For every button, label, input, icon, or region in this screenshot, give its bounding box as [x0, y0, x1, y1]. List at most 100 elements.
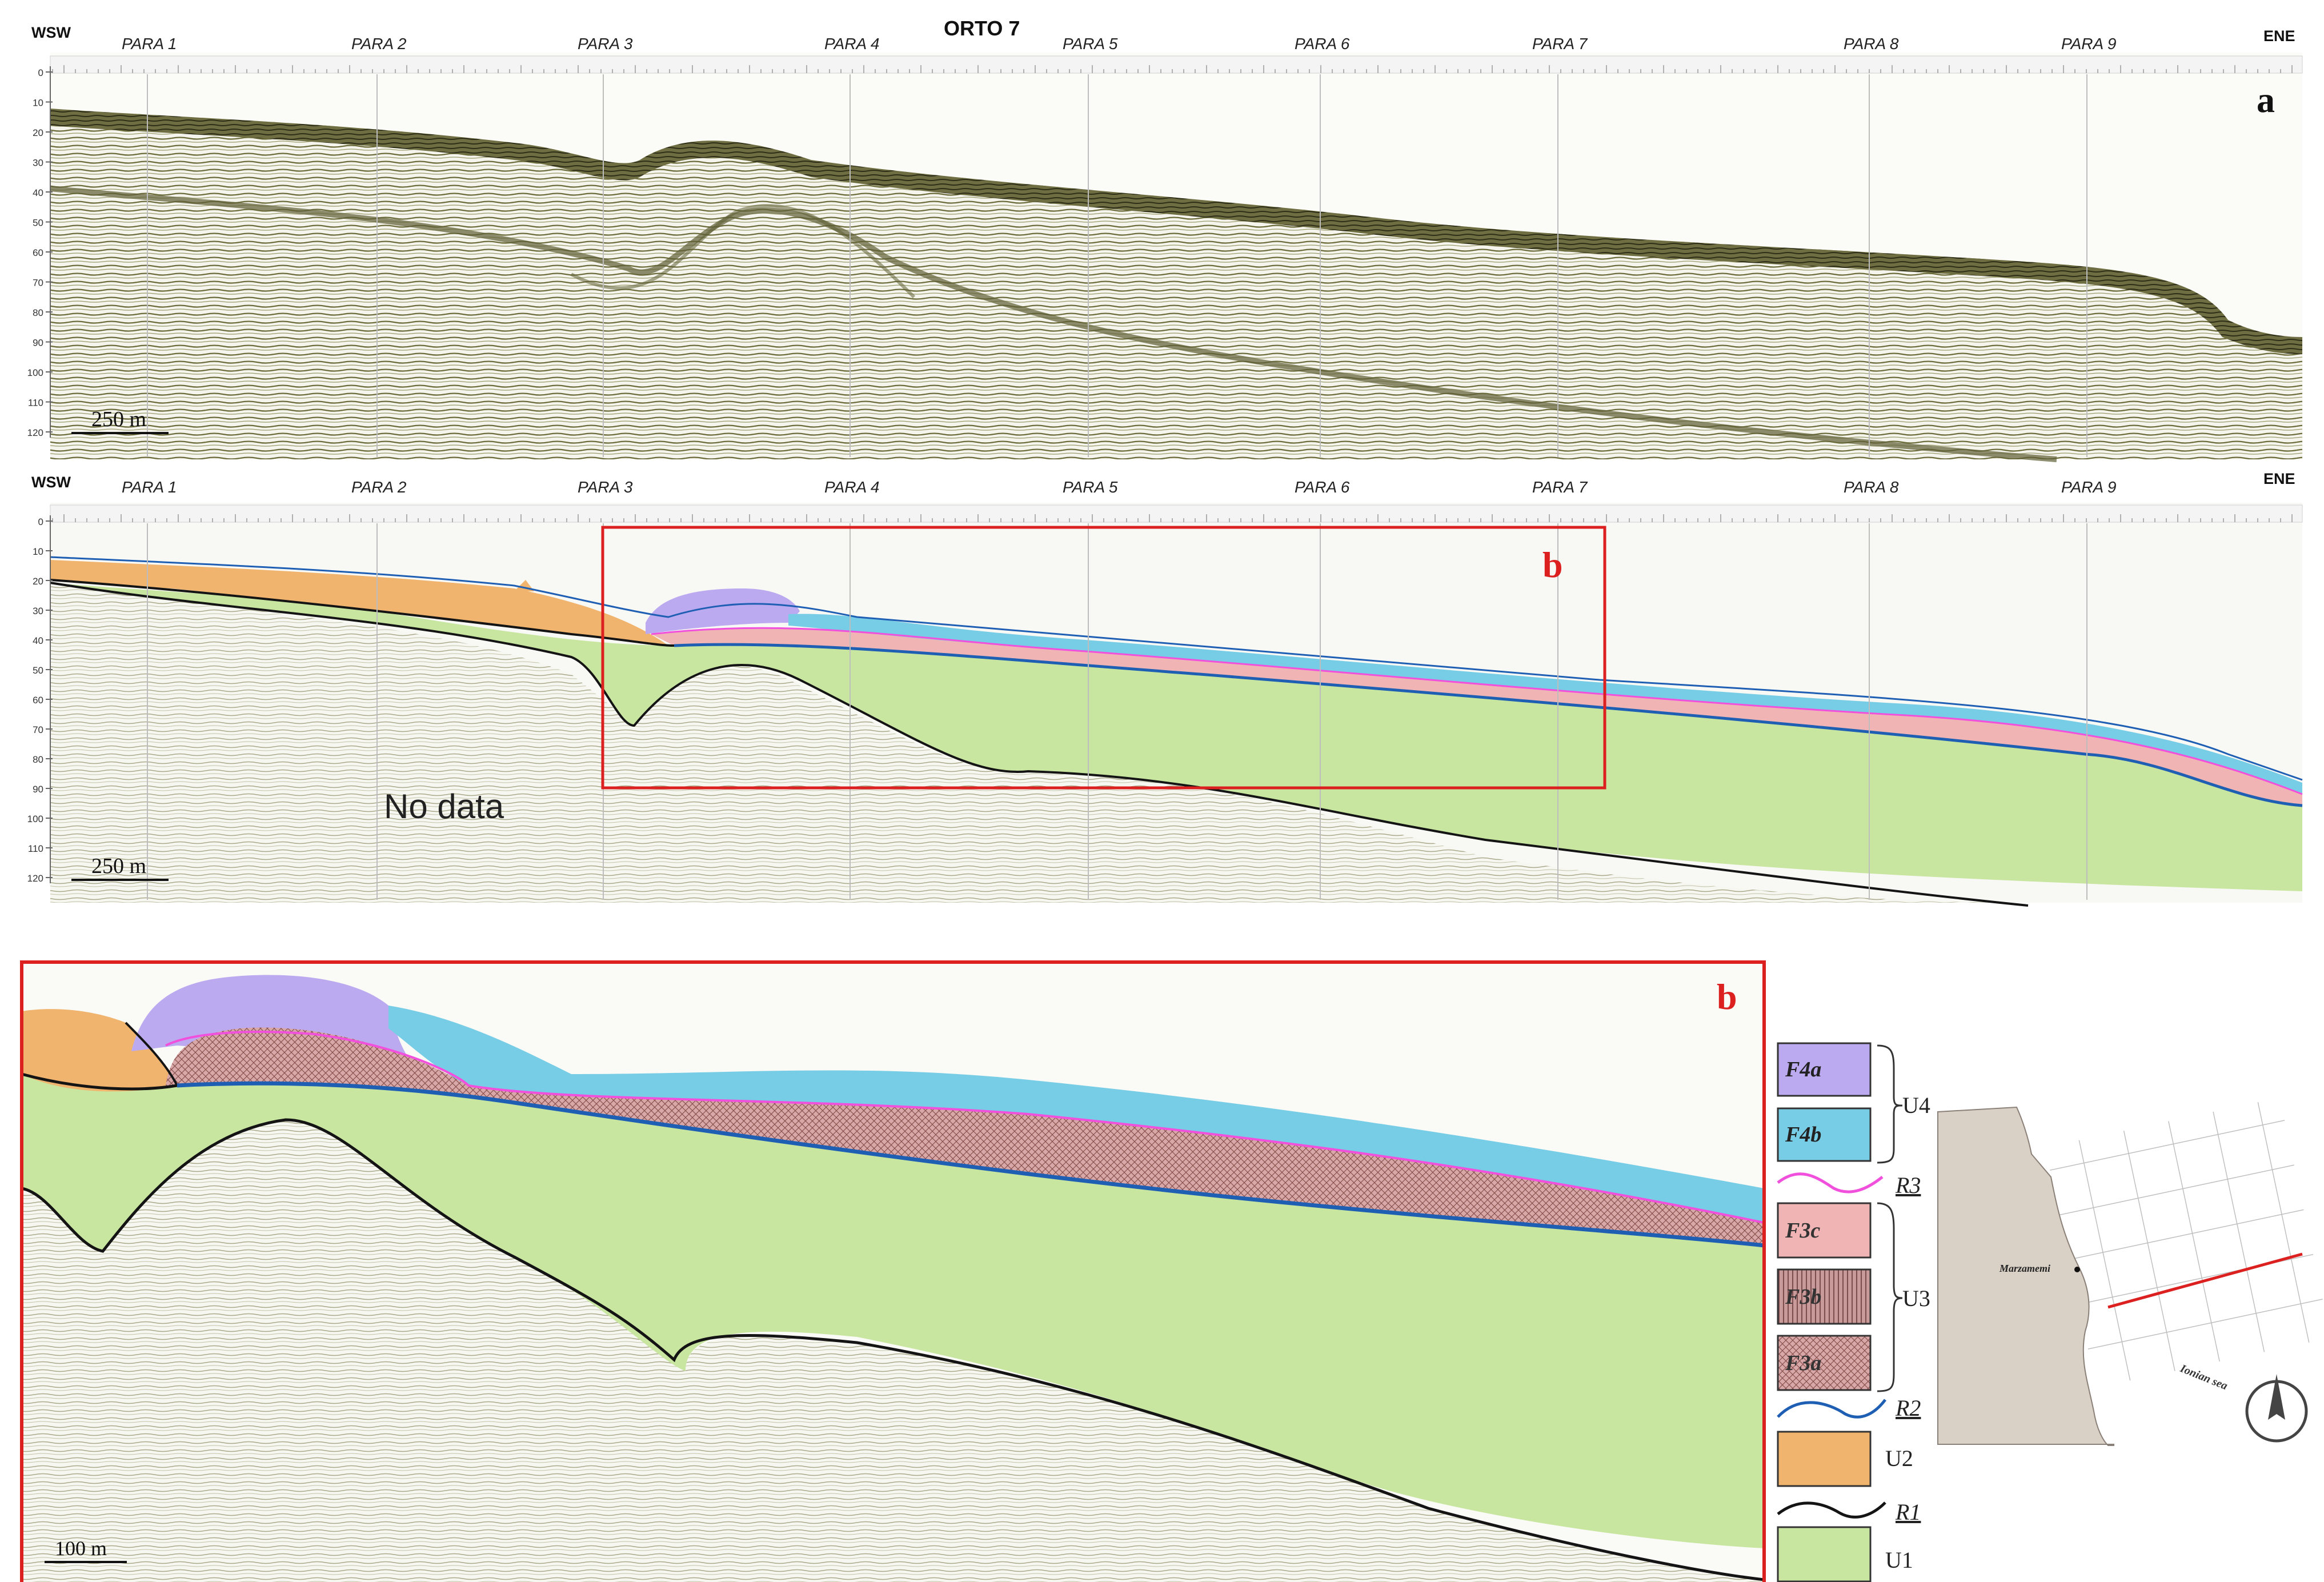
- panel-b-f4b: [788, 614, 2302, 794]
- panel-a-depth-label: 10: [33, 98, 43, 109]
- legend-label-f3c: F3c: [1785, 1219, 1820, 1243]
- panel-b-depth-label: 10: [33, 546, 43, 557]
- panel-a-letter: a: [2257, 79, 2275, 120]
- north-arrow-needle: [2268, 1374, 2285, 1420]
- location-map: Marzamemi Ionian sea N: [1937, 1098, 2324, 1446]
- panel-a-direction-right: ENE: [2263, 27, 2295, 45]
- panel-b-direction-left: WSW: [31, 474, 71, 491]
- zoom-frame: [20, 960, 1766, 1582]
- panel-a-depth-label: 70: [33, 278, 43, 289]
- panel-a-ruler: [50, 55, 2303, 74]
- panel-b-para-label: PARA 9: [2061, 478, 2116, 496]
- panel-a-deep-reflector: [50, 186, 2057, 462]
- panel-b-r2: [674, 643, 2303, 807]
- panel-a-para-label: PARA 5: [1063, 35, 1118, 53]
- panel-b-direction-right: ENE: [2263, 470, 2295, 487]
- panel-a-anticline: [570, 204, 916, 299]
- legend-swatch-f3a: [1777, 1335, 1872, 1391]
- zoom-r1: [21, 1118, 1765, 1581]
- panel-a-seafloor-band: [50, 109, 2302, 354]
- map-label-marzamemi: Marzamemi: [1999, 1263, 2050, 1274]
- legend-swatch-f4b: [1777, 1107, 1872, 1162]
- legend-swatch-f3b: [1777, 1268, 1872, 1325]
- panel-a-depth-label: 50: [33, 218, 43, 229]
- legend: F4a F4b U4 R3 F3c F3b F3a U3 R2 U2 R1 U1: [1777, 1042, 1930, 1582]
- zoom-u2-edge: [125, 1022, 178, 1086]
- panel-b-depth-label: 50: [33, 665, 43, 676]
- legend-swatch-f4a: [1777, 1042, 1872, 1097]
- panel-b-para-label: PARA 7: [1532, 478, 1588, 496]
- panel-b-zoom-frame: [601, 526, 1606, 790]
- legend-label-u2: U2: [1885, 1445, 1913, 1471]
- panel-b-f4a: [646, 588, 800, 634]
- map-profile-line: [2107, 1252, 2303, 1309]
- legend-line-r2: [1777, 1399, 1886, 1419]
- panel-a-seismic-body: [50, 109, 2302, 459]
- panel-b-depth-label: 100: [27, 814, 43, 824]
- panel-a-depth-label: 0: [38, 67, 43, 78]
- panel-a-para-label: PARA 2: [351, 35, 407, 53]
- panel-b-letter: b: [1542, 544, 1563, 585]
- zoom-r3: [165, 1031, 1765, 1224]
- panel-b-u2: [50, 560, 668, 646]
- legend-swatch-f3c: [1777, 1202, 1872, 1259]
- north-arrow-label: N: [2273, 1414, 2282, 1428]
- panel-b-scale-label: 250 m: [91, 854, 146, 878]
- legend-label-f4a: F4a: [1785, 1058, 1821, 1082]
- panel-b-depth-label: 40: [33, 635, 43, 646]
- legend-line-r3: [1777, 1172, 1884, 1193]
- panel-b-para-label: PARA 2: [351, 478, 407, 496]
- legend-line-r1: [1777, 1501, 1886, 1519]
- legend-label-f4b: F4b: [1785, 1123, 1821, 1147]
- panel-b-seismic-below: [50, 583, 2028, 903]
- panel-b-seafloor: [50, 556, 2303, 781]
- panel-b-depth-label: 20: [33, 576, 43, 587]
- panel-b-ruler-ticks: [52, 514, 2293, 522]
- legend-label-r3: R3: [1895, 1172, 1921, 1198]
- panel-a-ruler-ticks: [52, 65, 2293, 73]
- panel-a-depth-label: 60: [33, 247, 43, 258]
- panel-a-para-label: PARA 4: [824, 35, 879, 53]
- legend-brace-u3: [1877, 1202, 1903, 1392]
- panel-b-depth-label: 60: [33, 695, 43, 706]
- panel-b-r1: [50, 582, 2029, 907]
- panel-a-depth-label: 20: [33, 127, 43, 138]
- panel-b-u1: [50, 583, 2302, 891]
- zoom-u2: [22, 1009, 177, 1092]
- legend-label-f3a: F3a: [1785, 1351, 1821, 1375]
- map-land: [1937, 1106, 2114, 1446]
- panel-a-depth-label: 120: [27, 427, 43, 438]
- panel-a-depth-label: 40: [33, 187, 43, 198]
- panel-b-para-label: PARA 6: [1295, 478, 1350, 496]
- panel-a-direction-left: WSW: [31, 24, 71, 41]
- zoom-r1-top: [21, 1072, 178, 1091]
- legend-label-u3: U3: [1902, 1285, 1930, 1311]
- map-label-sea: Ionian sea: [2178, 1362, 2229, 1392]
- zoom-seismic-below: [22, 1120, 1764, 1582]
- panel-b-para-label: PARA 3: [578, 478, 633, 496]
- panel-b-depth-label: 80: [33, 754, 43, 765]
- panel-a-depth-label: 90: [33, 338, 43, 349]
- legend-swatch-u2: [1777, 1431, 1872, 1487]
- legend-label-u1: U1: [1885, 1547, 1913, 1573]
- zoom-scale-label: 100 m: [55, 1537, 107, 1560]
- legend-label-f3b: F3b: [1785, 1285, 1821, 1309]
- panel-a-scale-label: 250 m: [91, 407, 146, 431]
- panel-a-para-label: PARA 1: [122, 35, 177, 53]
- panel-b-depth-label: 120: [27, 873, 43, 884]
- panel-b-para-label: PARA 1: [122, 478, 177, 496]
- panel-a-depth-label: 100: [27, 367, 43, 378]
- legend-brace-u4: [1877, 1044, 1903, 1164]
- zoom-r2: [177, 1081, 1765, 1248]
- panel-b-depth-label: 30: [33, 606, 43, 616]
- panel-b-r3: [651, 627, 2303, 795]
- legend-label-u4: U4: [1902, 1092, 1930, 1118]
- panel-b-depth-label: 90: [33, 784, 43, 795]
- north-arrow: N: [2245, 1374, 2308, 1443]
- zoom-panel: b 100 m: [20, 960, 1766, 1582]
